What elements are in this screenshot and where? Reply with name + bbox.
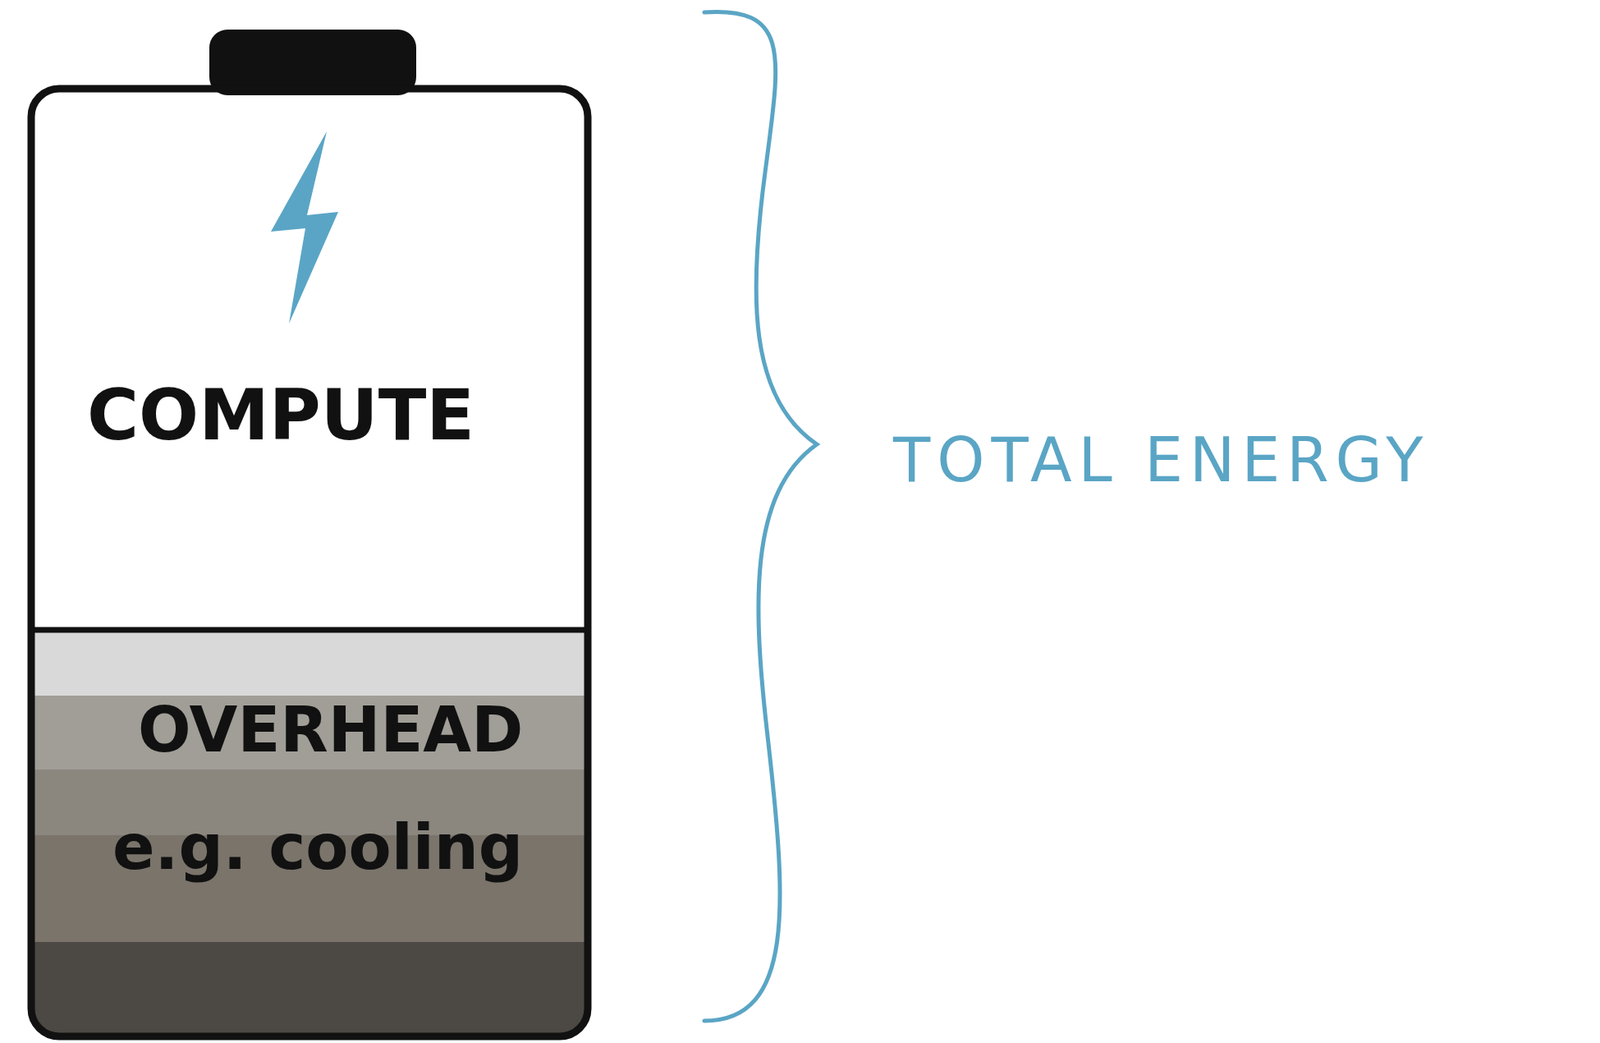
battery-outline xyxy=(31,88,588,1037)
band-heading: OVERHEAD xyxy=(137,698,523,762)
brace-label: TOTAL ENERGY xyxy=(893,429,1430,491)
band-heading: COMPUTE xyxy=(87,379,475,450)
curly-brace xyxy=(704,11,817,1021)
band-note: e.g. cooling xyxy=(112,816,523,879)
compute-band: COMPUTE xyxy=(32,91,587,630)
battery-terminal xyxy=(209,29,417,96)
overhead-band: OVERHEAD e.g. cooling xyxy=(32,629,587,1035)
